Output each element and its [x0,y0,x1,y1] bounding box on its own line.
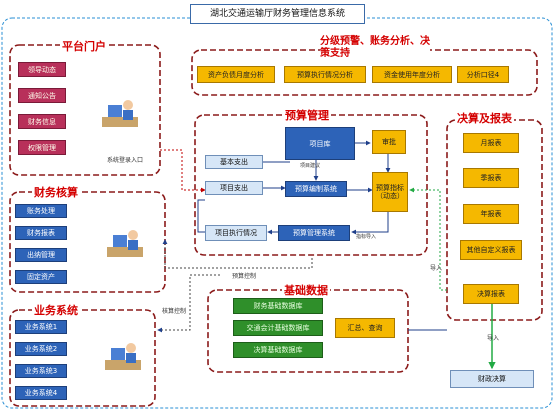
accountant-icon [107,230,143,257]
project-execution-node[interactable]: 项目执行情况 [205,225,267,241]
report-monthly[interactable]: 月报表 [463,133,519,153]
analysis-item-caliber-4[interactable]: 分析口径4 [457,66,509,83]
arrow-indicator-to-management [351,212,389,235]
business-item-3[interactable]: 业务系统3 [15,364,67,378]
project-library-note: 项目建议 [300,163,321,169]
business-item-1[interactable]: 业务系统1 [15,320,67,334]
report-custom[interactable]: 其他自定义报表 [460,240,522,260]
db-final-accounts[interactable]: 决算基础数据库 [233,342,323,358]
business-title: 业务系统 [32,302,80,318]
budget-title: 预算管理 [283,107,331,123]
budget-indicator-node[interactable]: 预算指标 （动态） [372,172,408,212]
analysis-item-asset-liability[interactable]: 资产负债月度分析 [197,66,275,83]
portal-to-budget-arrow [160,149,206,193]
db-transport-accounting[interactable]: 交通会计基础数据库 [233,320,323,336]
portal-item-notice[interactable]: 通知公告 [18,88,66,103]
analysis-item-fund-use[interactable]: 资金使用年度分析 [372,66,452,83]
approval-node[interactable]: 审批 [372,130,406,154]
report-final[interactable]: 决算报表 [463,284,519,304]
portal-title: 平台门户 [60,38,108,54]
portal-item-leader-news[interactable]: 领导动态 [18,62,66,77]
analysis-title: 分级预警、账务分析、决策支持 [320,36,430,60]
business-frame [9,309,156,407]
arrow-execution-loop [197,199,205,233]
report-annual[interactable]: 年报表 [463,204,519,224]
project-library-node[interactable]: 项目库 [285,127,355,160]
accounting-item-fixed-assets[interactable]: 固定资产 [15,270,67,284]
page-title: 湖北交通运输厅财务管理信息系统 [190,4,365,24]
db-finance[interactable]: 财务基础数据库 [233,298,323,314]
accounting-control-arrow [157,274,220,333]
import-label-final: 导入 [487,335,500,342]
accounting-control-label: 核算控制 [162,308,187,315]
budget-management-system-node[interactable]: 预算管理系统 [278,225,350,241]
user-at-desk-icon [102,100,138,127]
login-entry-label: 系统登录入口 [107,157,144,164]
portal-item-permission[interactable]: 权限管理 [18,140,66,155]
reports-title: 决算及报表 [455,110,514,126]
business-user-icon [105,343,141,370]
project-expense-node[interactable]: 项目支出 [205,181,263,195]
budget-frame [194,114,428,256]
accounting-item-statements[interactable]: 财务报表 [15,226,67,240]
budget-compile-system-node[interactable]: 预算编制系统 [285,181,347,197]
accounting-item-cashier[interactable]: 出纳管理 [15,248,67,262]
basic-expense-node[interactable]: 基本支出 [205,155,263,169]
business-item-4[interactable]: 业务系统4 [15,386,67,400]
base-data-title: 基础数据 [282,282,330,298]
accounting-title: 财务核算 [32,184,80,200]
budget-indicator-label: 预算指标 （动态） [376,184,404,200]
budget-control-arrow [162,239,313,269]
indicator-import-label: 指标导入 [356,234,377,240]
accounting-item-bookkeeping[interactable]: 账务处理 [15,204,67,218]
fiscal-final-node[interactable]: 财政决算 [450,370,534,388]
import-label-budget: 导入 [430,265,443,272]
import-arrow-reports-budget [409,187,447,291]
portal-item-finance-info[interactable]: 财务信息 [18,114,66,129]
budget-control-label: 预算控制 [232,273,257,280]
summary-query-node[interactable]: 汇总、查询 [335,318,395,338]
report-quarterly[interactable]: 季报表 [463,168,519,188]
analysis-item-budget-exec[interactable]: 预算执行情况分析 [284,66,366,83]
business-item-2[interactable]: 业务系统2 [15,342,67,356]
